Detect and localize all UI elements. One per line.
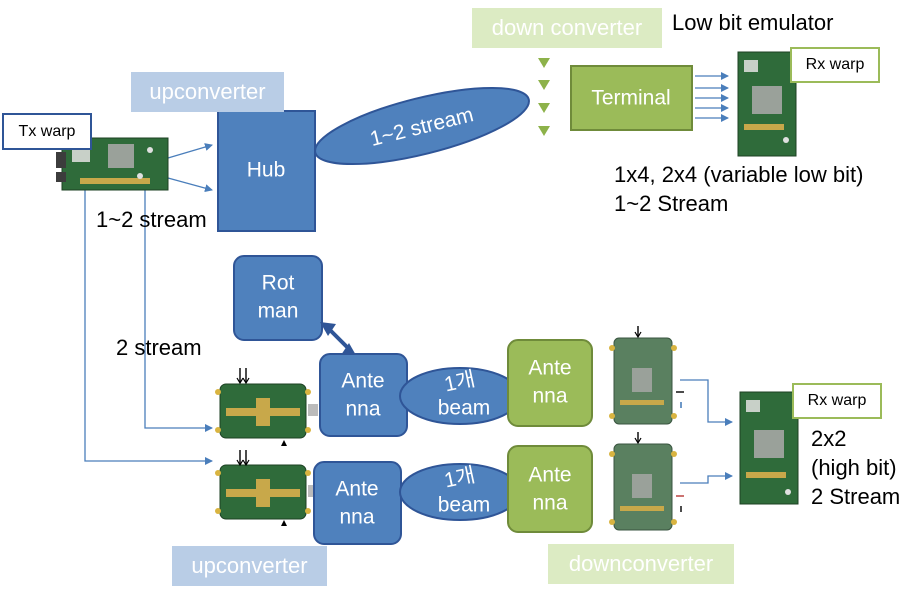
hub-label: Hub — [247, 159, 286, 182]
rotman-antenna-link — [320, 322, 357, 357]
rx-warp-board-top — [737, 51, 797, 157]
beam-link-ellipse-2: 1개 beam — [399, 463, 521, 521]
rx-antenna-1-line1: Ante — [528, 357, 571, 380]
rotman-label-line1: Rot — [262, 272, 295, 295]
downconverter-board-2 — [609, 432, 684, 531]
rx-antenna-block-1: Ante nna — [507, 339, 593, 427]
down-converter-label: down converter — [472, 8, 662, 48]
tx-warp-board — [56, 137, 169, 191]
terminal-label: Terminal — [591, 87, 670, 110]
rx-antenna-2-line2: nna — [532, 492, 567, 515]
upconverter-board-1 — [215, 368, 318, 446]
rx-bottom-config-line2: (high bit) — [811, 455, 897, 480]
rx-antenna-1-line2: nna — [532, 385, 567, 408]
beam-link-ellipse-1: 1개 beam — [399, 367, 521, 425]
rotman-label-line2: man — [258, 300, 299, 323]
tx-antenna-1-line2: nna — [345, 398, 380, 421]
rx-warp-bottom-label: Rx warp — [792, 383, 882, 419]
upconverter-top-label: upconverter — [131, 72, 284, 112]
downconverter-bottom-label: downconverter — [548, 544, 734, 584]
rx-antenna-2-line1: Ante — [528, 464, 571, 487]
rx-bottom-config-line1: 2x2 — [811, 426, 847, 451]
low-bit-emulator-label: Low bit emulator — [672, 10, 834, 35]
hub-block: Hub — [217, 110, 316, 232]
connectors — [84, 72, 733, 484]
rx-warp-board-bottom — [739, 391, 799, 505]
two-stream-label: 2 stream — [116, 335, 202, 360]
rx-top-config-line2: 1~2 Stream — [614, 191, 729, 216]
upconverter-bottom-label: upconverter — [172, 546, 327, 586]
tx-antenna-2-line2: nna — [339, 506, 374, 529]
stream-link-ellipse: 1~2 stream — [314, 86, 530, 166]
beam-2-line2: beam — [438, 494, 491, 517]
tx-warp-label: Tx warp — [2, 113, 92, 150]
tx-antenna-block-1: Ante nna — [319, 353, 408, 437]
rx-antenna-block-2: Ante nna — [507, 445, 593, 533]
tx-antenna-2-line1: Ante — [335, 478, 378, 501]
tx-antenna-1-line1: Ante — [341, 370, 384, 393]
beam-1-line2: beam — [438, 397, 491, 420]
signal-triangles — [538, 58, 550, 136]
rx-warp-top-label: Rx warp — [790, 47, 880, 83]
tx-antenna-block-2: Ante nna — [313, 461, 402, 545]
rotman-block: Rot man — [233, 255, 323, 341]
tx-stream-count-label: 1~2 stream — [96, 207, 207, 232]
downconverter-board-1 — [609, 326, 684, 425]
rx-bottom-config-line3: 2 Stream — [811, 484, 901, 509]
rx-top-config-line1: 1x4, 2x4 (variable low bit) — [614, 162, 864, 187]
terminal-block: Terminal — [570, 65, 693, 131]
upconverter-board-2 — [215, 450, 318, 526]
